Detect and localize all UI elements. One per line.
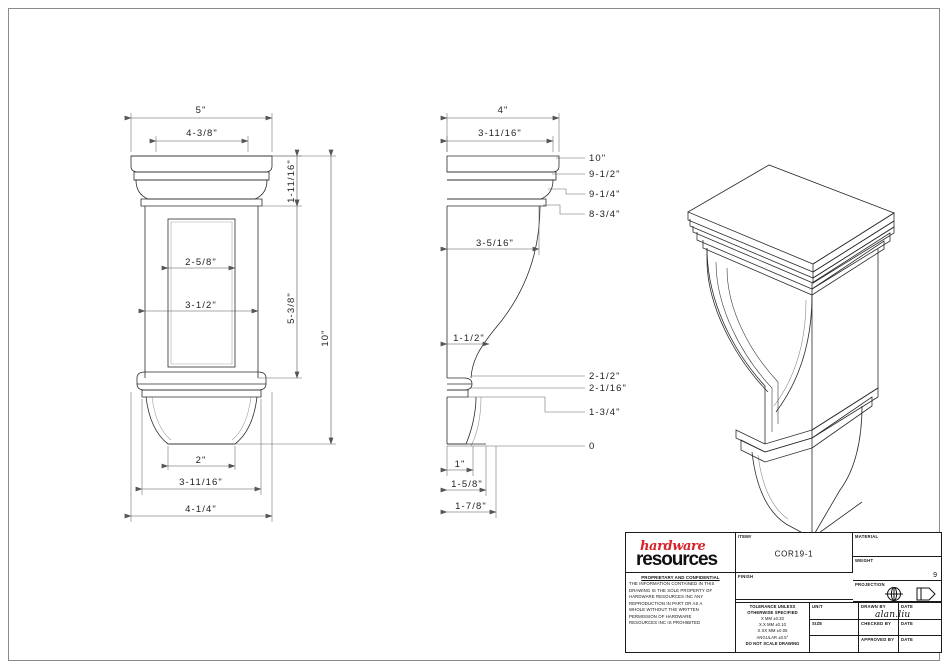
unit-label: UNIT [812,604,823,609]
item-value: COR19-1 [774,548,814,558]
tolerance-row: X.X MM ±0.10 [758,622,787,628]
checked-date-field: DATE [899,620,941,636]
material-label: MATERIAL [855,534,879,539]
dim-front-cap-width: 4-3/8" [186,128,218,139]
ordinate-9-1-4: 9-1/4" [589,189,621,200]
item-field: ITEM# COR19-1 [736,533,853,573]
dim-front-base-outer-width: 4-1/4" [185,504,217,515]
approved-by-label: APPROVED BY [861,637,895,643]
proprietary-line: HARDWARE RESOURCES INC ANY [629,594,704,600]
company-logo: hardware resources [626,533,735,573]
finish-label: FINISH [738,574,754,579]
tolerance-row: X MM ±0.20 [760,616,785,622]
logo-resources-text: resources [636,549,718,570]
date-label: DATE [901,604,914,609]
tolerance-heading-2: OTHERWISE SPECIFIED [747,610,798,616]
size-label: SIZE [812,620,823,626]
proprietary-line: RESOURCES INC IS PROHIBITED [629,620,701,626]
checked-by-row: CHECKED BY DATE [859,619,941,637]
isometric-geometry [687,164,895,539]
dim-side-body-depth: 3-5/16" [476,238,514,249]
checked-by-label: CHECKED BY [861,620,892,626]
ordinate-2-1-2: 2-1/2" [589,371,621,382]
drawing-frame [8,8,940,661]
dim-front-shaft-width: 3-1/2" [185,300,217,311]
approved-by-field: APPROVED BY [859,636,899,653]
drawn-by-label: DRAWN BY [861,604,886,609]
ordinate-zero: 0 [589,441,595,452]
proprietary-line: WHOLE WITHOUT THE WRITTEN [629,607,699,613]
dim-front-foot-width: 2" [196,455,207,466]
dim-front-overall-height: 10" [320,329,331,346]
tolerance-row: X.XX MM ±0.05 [757,628,788,634]
signoff-column: DRAWN BY alan.liu DATE CHECKED BY [859,603,941,653]
logo-and-proprietary-panel: hardware resources PROPRIETARY AND CONFI… [626,533,736,652]
date-label: DATE [901,620,914,626]
date-label: DATE [901,637,914,643]
approved-by-row: APPROVED BY DATE [859,636,941,653]
weight-value: 9 [933,572,937,579]
side-profile-geometry [446,155,560,447]
proprietary-notice: PROPRIETARY AND CONFIDENTIAL THE INFORMA… [626,573,735,652]
dim-front-panel-width: 2-5/8" [185,257,217,268]
dim-side-base-depth: 1-7/8" [455,501,487,512]
unit-field: UNIT [810,603,858,620]
size-field: SIZE [810,620,858,637]
dim-side-foot-depth: 1-5/8" [451,479,483,490]
size-spacer-cell [810,636,858,652]
ordinate-dimensions: 10" 9-1/2" 9-1/4" 8-3/4" 2-1/2" 2-1/16" … [447,153,627,452]
weight-field: WEIGHT 9 [853,557,941,581]
logo-hardware-text: hardware [640,539,706,554]
title-block: hardware resources PROPRIETARY AND CONFI… [625,532,942,653]
dim-front-cap-height: 1-11/16" [286,159,297,203]
ordinate-9-1-2: 9-1/2" [589,169,621,180]
first-angle-projection-icon [885,587,936,601]
dim-front-base-width: 3-11/16" [179,477,223,488]
do-not-scale-note: DO NOT SCALE DRAWING [745,640,800,646]
drawn-by-signature: alan.liu [875,610,911,620]
item-label: ITEM# [738,534,752,539]
tolerance-block: TOLERANCE UNLESS OTHERWISE SPECIFIED X M… [736,603,810,652]
projection-field: PROJECTION [853,581,941,602]
ordinate-10: 10" [589,153,606,164]
side-view-dimensions: 4" 3-11/16" 3-5/16" 1-1/2" 1" 1-5/8" [440,105,560,518]
approved-date-field: DATE [899,636,941,652]
proprietary-line: PERMISSION OF HARDWARE [629,613,692,619]
material-weight-projection-column: MATERIAL WEIGHT 9 PROJECTION [853,533,941,602]
material-field: MATERIAL [853,533,941,557]
ordinate-2-1-16: 2-1/16" [589,383,627,394]
front-elevation-geometry [130,155,273,445]
ordinate-1-3-4: 1-3/4" [589,407,621,418]
projection-label: PROJECTION [855,582,885,587]
proprietary-line: DRAWING IS THE SOLE PROPERTY OF [629,587,713,593]
proprietary-line: REPRODUCTION IN PART OR AS A [629,600,703,606]
drawn-by-row: DRAWN BY alan.liu DATE [859,603,941,620]
title-block-body: ITEM# COR19-1 FINISH MATERIAL [736,533,941,653]
dim-front-overall-width: 5" [196,105,207,116]
dim-front-shaft-height: 5-3/8" [286,292,297,324]
dim-side-waist-depth: 1-1/2" [453,333,485,344]
drawn-by-field: DRAWN BY alan.liu [859,603,910,620]
finish-field: FINISH [736,573,853,600]
dim-side-overall-depth: 4" [498,105,509,116]
drawn-date-field: DATE [899,603,941,619]
proprietary-heading: PROPRIETARY AND CONFIDENTIAL [641,575,720,580]
weight-label: WEIGHT [855,558,874,563]
front-view-dimensions: 5" 4-3/8" 2-5/8" 3-1/2" 2" 3-11/16" [124,105,336,522]
tolerance-row: ANGULAR ±0.5° [756,634,789,640]
unit-size-column: UNIT SIZE [810,603,859,652]
dim-side-cap-depth: 3-11/16" [478,128,522,139]
dim-side-foot-top-depth: 1" [455,459,466,470]
ordinate-8-3-4: 8-3/4" [589,209,621,220]
proprietary-line: THE INFORMATION CONTAINED IN THIS [629,581,715,586]
tolerance-heading-1: TOLERANCE UNLESS [749,604,796,609]
checked-by-field: CHECKED BY [859,619,899,636]
